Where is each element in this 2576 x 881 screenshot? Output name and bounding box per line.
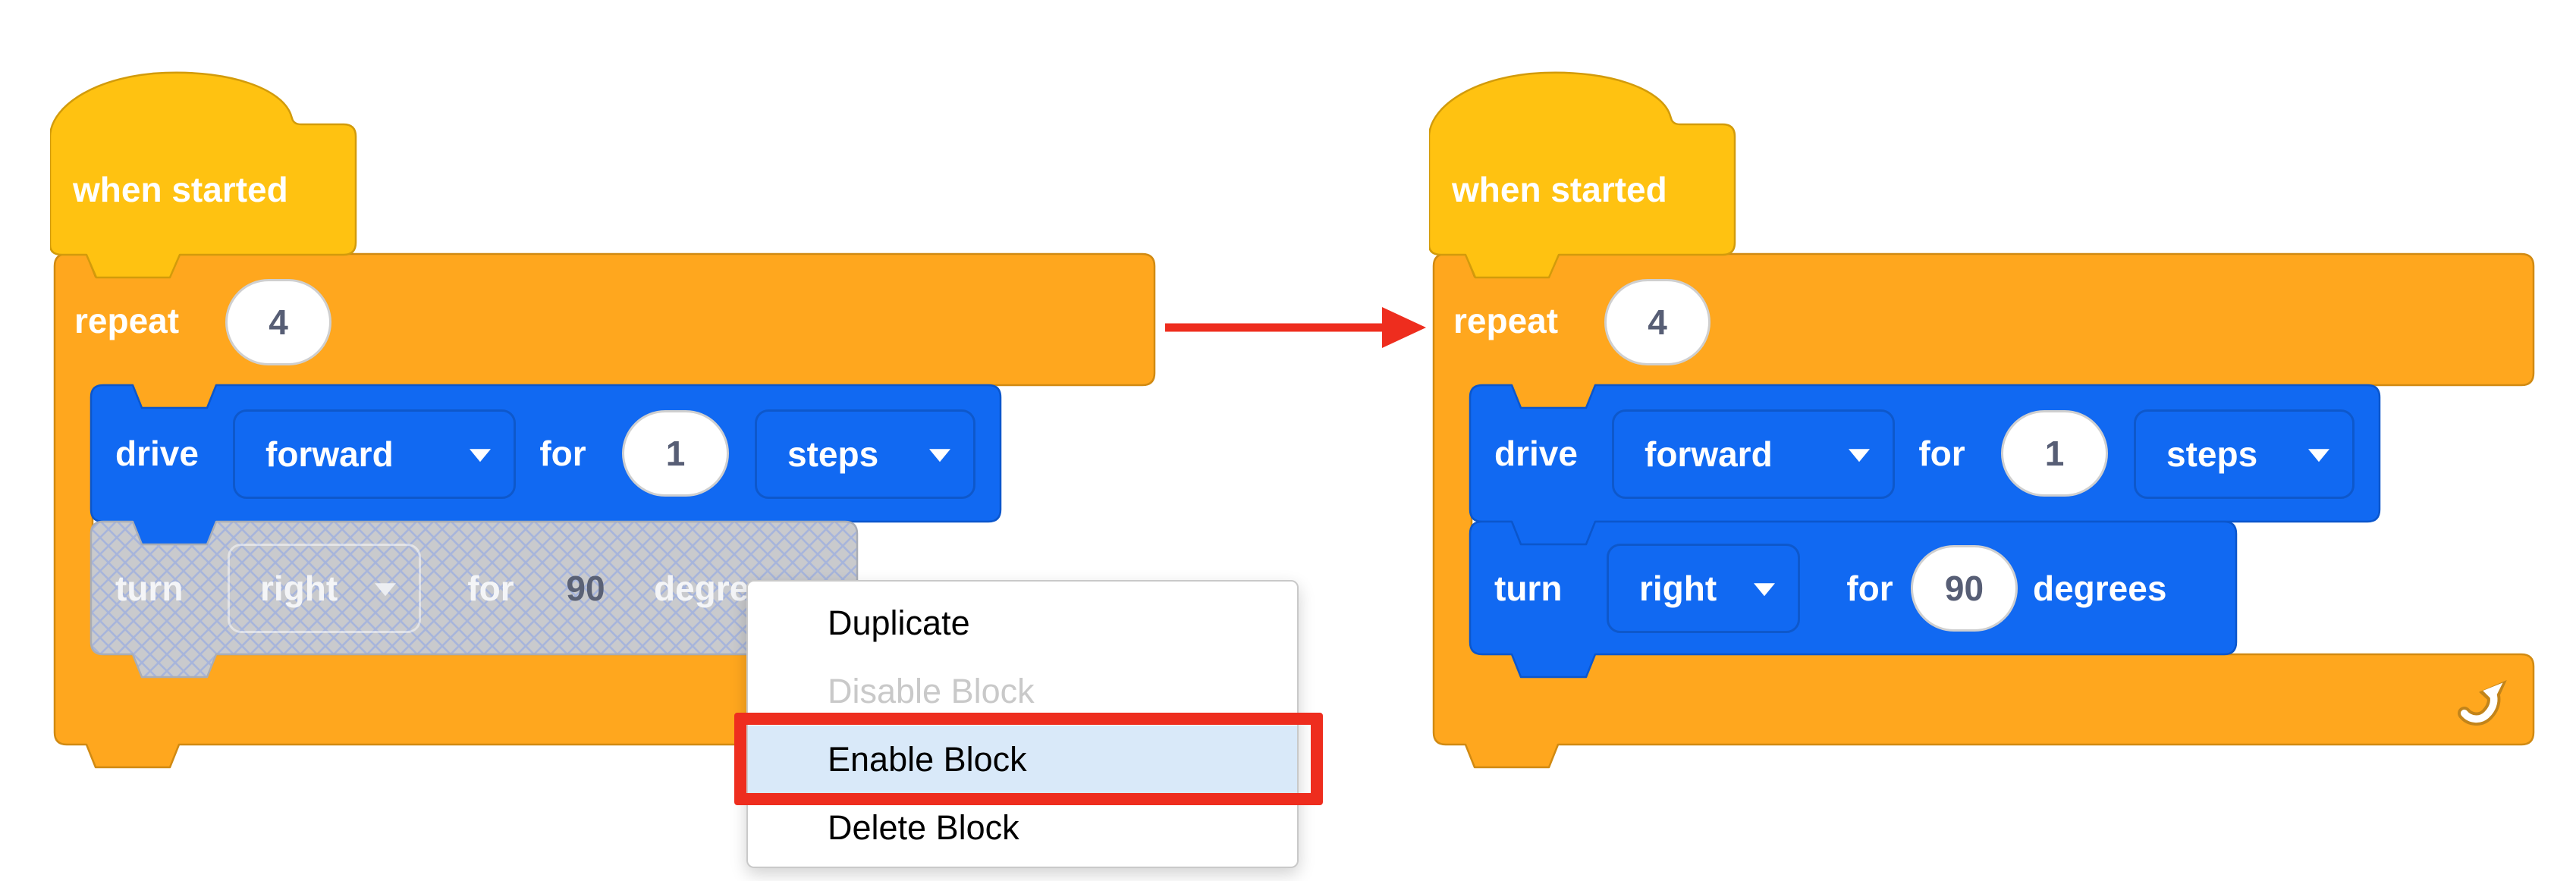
right-stack-shapes — [1429, 71, 2535, 769]
red-transform-arrow — [1165, 307, 1426, 348]
chevron-down-icon — [470, 449, 491, 462]
turn-for-label: for — [1846, 569, 1893, 608]
menu-item-disable-block: Disable Block — [828, 672, 1035, 710]
left-block-stack: when started repeat 4 drive forward for … — [50, 71, 1158, 779]
turn-block-shape-enabled[interactable] — [1469, 520, 2238, 679]
when-started-hat-shape[interactable] — [1429, 71, 1736, 279]
turn-direction-dropdown[interactable]: right — [228, 544, 421, 633]
drive-distance-input[interactable]: 1 — [622, 410, 729, 497]
menu-item-enable-block[interactable]: Enable Block — [748, 726, 1297, 794]
turn-direction-dropdown[interactable]: right — [1607, 544, 1800, 633]
drive-direction-dropdown[interactable]: forward — [1612, 409, 1895, 499]
right-block-stack: when started repeat 4 drive forward for … — [1429, 71, 2537, 779]
repeat-label: repeat — [74, 301, 180, 340]
turn-angle-input[interactable]: 90 — [1911, 545, 2018, 632]
drive-unit-dropdown[interactable]: steps — [755, 409, 975, 499]
drive-label: drive — [1494, 434, 1578, 473]
drive-unit-dropdown[interactable]: steps — [2134, 409, 2355, 499]
menu-item-delete-block[interactable]: Delete Block — [828, 808, 1019, 847]
drive-for-label: for — [1918, 434, 1965, 473]
repeat-loop-arrow-icon — [2458, 680, 2507, 726]
repeat-label: repeat — [1453, 301, 1559, 340]
turn-label: turn — [115, 569, 184, 608]
red-annotation-box — [734, 713, 1323, 805]
repeat-count-input[interactable]: 4 — [225, 279, 331, 365]
chevron-down-icon — [1849, 449, 1870, 462]
chevron-down-icon — [1754, 583, 1775, 597]
drive-distance-input[interactable]: 1 — [2001, 410, 2108, 497]
hat-label: when started — [1452, 170, 1667, 209]
repeat-count-input[interactable]: 4 — [1604, 279, 1711, 365]
menu-item-duplicate[interactable]: Duplicate — [828, 604, 970, 642]
drive-direction-dropdown[interactable]: forward — [233, 409, 516, 499]
when-started-hat-shape[interactable] — [50, 71, 357, 279]
left-stack-shapes — [50, 71, 1156, 769]
turn-unit-label: degrees — [2033, 569, 2167, 608]
chevron-down-icon — [2308, 449, 2329, 462]
drive-for-label: for — [539, 434, 586, 473]
turn-for-label: for — [467, 569, 514, 608]
hat-label: when started — [73, 170, 288, 209]
chevron-down-icon — [375, 583, 396, 597]
chevron-down-icon — [929, 449, 950, 462]
turn-label: turn — [1494, 569, 1563, 608]
turn-angle-input[interactable]: 90 — [566, 569, 605, 608]
drive-label: drive — [115, 434, 199, 473]
